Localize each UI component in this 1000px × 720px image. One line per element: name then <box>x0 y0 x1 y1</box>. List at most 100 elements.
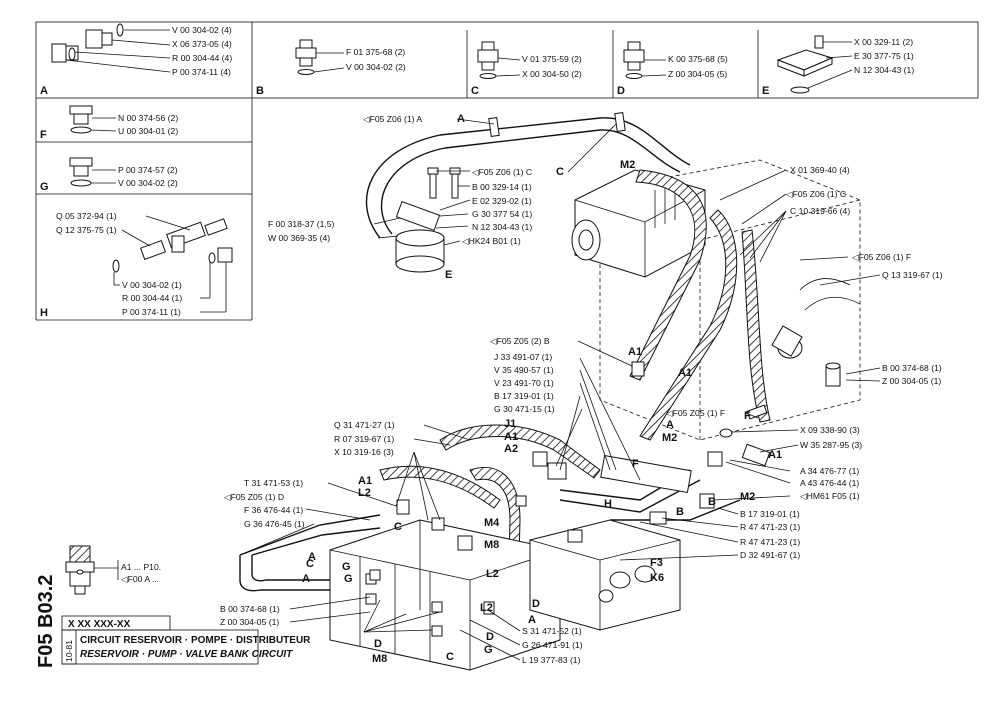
inset-c: C V 01 375-59 (2) X 00 304-50 (2) <box>471 41 582 97</box>
part-label: ◁F05 Z06 (1) C <box>472 167 532 177</box>
callout-letter: F3 <box>650 557 663 569</box>
part-label: G 30 377 54 (1) <box>472 209 532 219</box>
part-number: X XX XXX-XX <box>68 619 131 630</box>
leader-lines <box>239 118 881 661</box>
part-label: Q 31 471-27 (1) <box>334 420 395 430</box>
part-label: V 23 491-70 (1) <box>494 378 554 388</box>
callout-letter: A1 <box>358 475 372 487</box>
inset-a-label-1: V 00 304-02 (4) <box>172 25 232 35</box>
callout-letter: A <box>666 419 674 431</box>
part-label: F 36 476-44 (1) <box>244 505 303 515</box>
inset-g-label-2: V 00 304-02 (2) <box>118 178 178 188</box>
callout-letter: A <box>308 551 316 563</box>
filter-assembly <box>395 167 461 273</box>
inset-h-label-1: Q 05 372-94 (1) <box>56 211 117 221</box>
part-label: F 00 318-37 (1,5) <box>268 219 335 229</box>
part-label: Z 00 304-05 (1) <box>882 376 941 386</box>
part-label: X 01 369-40 (4) <box>790 165 850 175</box>
part-label: Z 00 304-05 (1) <box>220 617 279 627</box>
callout-letter: M2 <box>740 491 755 503</box>
pump-coupling <box>771 325 841 387</box>
part-label: W 00 369-35 (4) <box>268 233 330 243</box>
part-label: G 36 476-45 (1) <box>244 519 305 529</box>
hydraulic-pump <box>571 169 706 278</box>
inset-d-letter: D <box>617 85 625 97</box>
inset-a-label-3: R 00 304-44 (4) <box>172 53 232 63</box>
inset-e-letter: E <box>762 85 769 97</box>
part-label: W 35 287-95 (3) <box>800 440 862 450</box>
inset-e-label-2: E 30 377-75 (1) <box>854 51 914 61</box>
callout-letter: E <box>445 269 452 281</box>
inset-a-letter: A <box>40 85 48 97</box>
callout-letter: F <box>632 458 639 470</box>
tee-fitting-icon <box>112 218 233 273</box>
callout-letter: D <box>532 598 540 610</box>
sheet-code-vertical: F05 B03.2 <box>35 575 57 668</box>
flange-plate-icon <box>776 35 834 94</box>
plug-icon <box>69 105 93 134</box>
inset-h-label-2: Q 12 375-75 (1) <box>56 225 117 235</box>
inset-frames <box>35 21 979 321</box>
callout-letter: M8 <box>372 653 387 665</box>
callout-letter: A2 <box>504 443 518 455</box>
date-code: 10-81 <box>64 640 74 662</box>
callout-letter: M2 <box>662 432 677 444</box>
callout-letter: G <box>344 573 353 585</box>
callout-letter: M4 <box>484 517 500 529</box>
part-label: ◁F05 Z06 (1) C <box>786 189 846 199</box>
return-hose <box>365 111 691 239</box>
part-label: ◁F05 Z05 (1) F <box>666 408 725 418</box>
part-label: S 31 471-52 (1) <box>522 626 582 636</box>
part-label: X 09 338-90 (3) <box>800 425 860 435</box>
callout-letter: J1 <box>504 418 516 430</box>
inset-h-label-3: V 00 304-02 (1) <box>122 280 182 290</box>
plug-icon <box>51 23 124 63</box>
callout-letter: K6 <box>650 572 664 584</box>
inset-f-letter: F <box>40 129 47 141</box>
part-label: Q 13 319-67 (1) <box>882 270 943 280</box>
part-label: X 10 319-16 (3) <box>334 447 394 457</box>
part-label: B 00 329-14 (1) <box>472 182 532 192</box>
callout-letter: G <box>484 644 493 656</box>
legend-code: A1 ... P10. <box>121 562 161 572</box>
part-label: A 34 476-77 (1) <box>800 466 859 476</box>
part-label: D 32 491-67 (1) <box>740 550 800 560</box>
legend: A1 ... P10. ◁F00 A ... <box>65 545 161 595</box>
part-label: A 43 476-44 (1) <box>800 478 859 488</box>
title-block: F05 B03.2 X XX XXX-XX CIRCUIT RESERVOIR … <box>35 575 311 668</box>
part-label: J 33 491-07 (1) <box>494 352 552 362</box>
callout-letter: L2 <box>480 602 493 614</box>
callout-letter: L2 <box>358 487 371 499</box>
part-label: C 10 319-66 (4) <box>790 206 850 216</box>
callout-letter: B <box>708 496 716 508</box>
callouts: A M2 C A1 E A1 J1 A1 A2 A1 L2 M4 M8 L2 A… <box>302 113 782 665</box>
inset-h: H Q 05 372-94 (1) Q 12 375-75 (1) V 00 3… <box>40 211 233 319</box>
fittings <box>369 361 771 615</box>
callout-letter: G <box>342 561 351 573</box>
callout-letter: M8 <box>484 539 499 551</box>
part-label: L 19 377-83 (1) <box>522 655 581 665</box>
inset-d-label-2: Z 00 304-05 (5) <box>668 69 727 79</box>
callout-letter: A <box>302 573 310 585</box>
callout-letter: C <box>446 651 454 663</box>
callout-letter: M2 <box>620 159 635 171</box>
callout-letter: A1 <box>628 346 642 358</box>
inset-c-letter: C <box>471 85 479 97</box>
inset-e-label-3: N 12 304-43 (1) <box>854 65 914 75</box>
part-label: ◁F05 Z06 (1) A <box>363 114 422 124</box>
plug-icon <box>69 157 93 187</box>
inset-f-label-1: N 00 374-56 (2) <box>118 113 178 123</box>
inset-a-label-2: X 06 373-05 (4) <box>172 39 232 49</box>
callout-letter: A1 <box>768 449 782 461</box>
part-label: B 17 319-01 (1) <box>494 391 554 401</box>
part-label: B 00 374-68 (1) <box>220 604 280 614</box>
callout-letter: C <box>556 166 564 178</box>
test-fitting-icon <box>65 545 95 595</box>
adapter-icon <box>477 41 499 79</box>
callout-letter: C <box>394 521 402 533</box>
callout-letter: C <box>306 558 314 570</box>
inset-h-label-5: P 00 374-11 (1) <box>122 307 181 317</box>
callout-letter: A <box>528 614 536 626</box>
part-label: N 12 304-43 (1) <box>472 222 532 232</box>
